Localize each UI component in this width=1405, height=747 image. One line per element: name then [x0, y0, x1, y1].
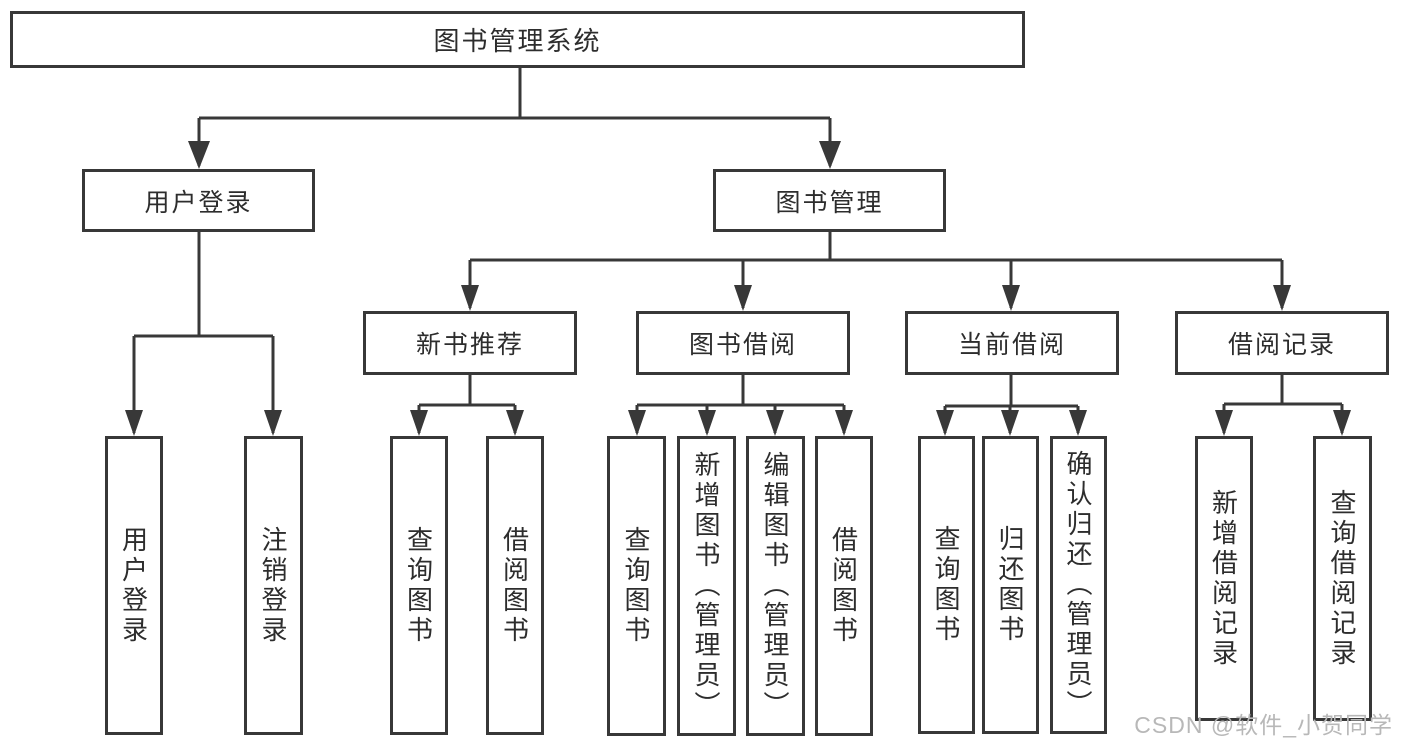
arrow-down-icon: [1215, 410, 1233, 436]
csdn-watermark: CSDN @软件_小贺同学: [1134, 712, 1393, 738]
arrow-down-icon: [766, 410, 784, 436]
node-login: 用户登录: [105, 436, 163, 735]
connector-path: [132, 68, 1344, 433]
node-record-query: 查询借阅记录: [1313, 436, 1372, 721]
node-book-borrow: 图书借阅: [636, 311, 850, 375]
node-borrow-borrow: 借阅图书: [815, 436, 873, 736]
arrow-down-icon: [1001, 410, 1019, 436]
arrow-down-icon: [410, 410, 428, 436]
arrow-down-icon: [461, 285, 479, 311]
node-newbook-borrow: 借阅图书: [486, 436, 544, 735]
node-record-add: 新增借阅记录: [1195, 436, 1253, 721]
node-book-mgmt: 图书管理: [713, 169, 946, 232]
node-borrow-edit-admin: 编辑图书（管理员）: [746, 436, 805, 736]
node-new-book-recommend: 新书推荐: [363, 311, 577, 375]
node-root: 图书管理系统: [10, 11, 1025, 68]
node-borrow-record: 借阅记录: [1175, 311, 1389, 375]
node-borrow-query: 查询图书: [607, 436, 666, 736]
arrow-down-icon: [1002, 285, 1020, 311]
node-borrow-add-admin: 新增图书（管理员）: [677, 436, 736, 736]
arrow-down-icon: [264, 410, 282, 436]
node-current-borrow: 当前借阅: [905, 311, 1119, 375]
arrow-down-icon: [188, 141, 210, 169]
node-current-query: 查询图书: [918, 436, 975, 734]
arrowhead-icons: [125, 141, 1351, 436]
arrow-down-icon: [936, 410, 954, 436]
node-current-confirm-admin: 确认归还（管理员）: [1050, 436, 1107, 734]
node-current-return: 归还图书: [982, 436, 1039, 734]
arrow-down-icon: [698, 410, 716, 436]
node-user-login: 用户登录: [82, 169, 315, 232]
arrow-down-icon: [506, 410, 524, 436]
arrow-down-icon: [819, 141, 841, 169]
arrow-down-icon: [1333, 410, 1351, 436]
arrow-down-icon: [1273, 285, 1291, 311]
arrow-down-icon: [835, 410, 853, 436]
node-newbook-query: 查询图书: [390, 436, 448, 735]
node-logout: 注销登录: [244, 436, 303, 735]
arrow-down-icon: [125, 410, 143, 436]
arrow-down-icon: [734, 285, 752, 311]
arrow-down-icon: [1069, 410, 1087, 436]
arrow-down-icon: [628, 410, 646, 436]
